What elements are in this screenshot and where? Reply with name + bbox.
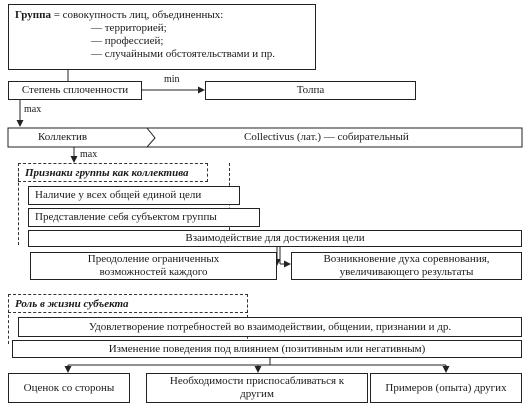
role-behaviour-change: Изменение поведения под влиянием (позити… <box>12 340 522 358</box>
result-competition: Возникновение духа соревнования, увеличи… <box>291 252 522 280</box>
feature-self-subject: Представление себя субъектом группы <box>28 208 260 227</box>
result-overcome-limits: Преодоление ограниченных возможностей ка… <box>30 252 277 280</box>
crowd-box: Толпа <box>205 81 416 100</box>
group-item-territory: — территорией; <box>91 22 167 34</box>
source-adaptation-need: Необходимости приспосабливаться к другим <box>146 373 368 403</box>
collective-label: Коллектив <box>38 131 88 143</box>
group-definition-text: = совокупность лиц, объединенных: <box>50 9 224 21</box>
group-term: Группа <box>15 9 51 21</box>
source-external-assessment: Оценок со стороны <box>8 373 130 403</box>
role-needs: Удовлетворение потребностей во взаимодей… <box>18 317 522 337</box>
group-item-profession: — профессией; <box>91 35 164 47</box>
group-item-circumstances: — случайными обстоятельствами и пр. <box>91 48 275 60</box>
etymology-chevron <box>145 127 523 148</box>
group-definition-box: Группа = совокупность лиц, объединенных:… <box>8 4 316 70</box>
feature-common-goal: Наличие у всех общей единой цели <box>28 186 240 205</box>
max-label-collective: max <box>80 149 98 160</box>
min-label: min <box>164 74 180 85</box>
collective-features-heading: Признаки группы как коллектива <box>18 163 208 182</box>
collective-etymology: Collectivus (лат.) — собирательный <box>244 131 409 143</box>
max-label-cohesion: max <box>24 104 42 115</box>
feature-interaction: Взаимодействие для достижения цели <box>28 230 522 247</box>
source-adaptation-need-text: Необходимости приспосабливаться к другим <box>169 375 345 400</box>
result-competition-text: Возникновение духа соревнования, увеличи… <box>323 253 490 278</box>
subject-role-heading: Роль в жизни субъекта <box>8 294 248 313</box>
source-others-examples: Примеров (опыта) других <box>370 373 522 403</box>
cohesion-degree-box: Степень сплоченности <box>8 81 142 100</box>
collective-pentagon <box>7 127 171 148</box>
result-overcome-limits-text: Преодоление ограниченных возможностей ка… <box>87 253 220 278</box>
